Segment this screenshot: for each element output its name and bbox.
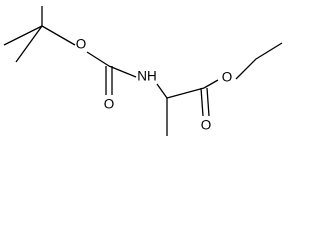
atom-label-ester-oxygen: O xyxy=(222,70,233,85)
bond-ester-c-o-double-a xyxy=(200,87,204,117)
bond-tbu-methyl-left xyxy=(3,25,43,46)
atom-label-carbamate-carbonyl-oxygen: O xyxy=(104,97,115,112)
structural-formula: O NH O O O xyxy=(3,6,283,136)
bond-ethyl-carbon-carbon xyxy=(255,42,283,60)
atom-label-carbamate-oxygen: O xyxy=(76,37,87,52)
bond-ester-c-o-double-b xyxy=(206,87,210,117)
bond-oxygen-to-carbonyl-carbon xyxy=(86,51,110,67)
bond-tbu-to-oxygen xyxy=(41,25,76,46)
bond-nh-to-alpha-carbon xyxy=(156,83,168,99)
bond-oxygen-to-ethyl xyxy=(235,58,257,80)
atom-label-nh: NH xyxy=(137,69,157,84)
bond-tbu-methyl-bottom xyxy=(15,25,43,63)
bond-ester-carbon-to-oxygen xyxy=(203,79,219,89)
atom-label-ester-carbonyl-oxygen: O xyxy=(201,118,212,133)
bond-alpha-carbon-to-ester-carbon xyxy=(166,87,205,99)
bond-carbonyl-carbon-to-nh xyxy=(108,65,137,78)
